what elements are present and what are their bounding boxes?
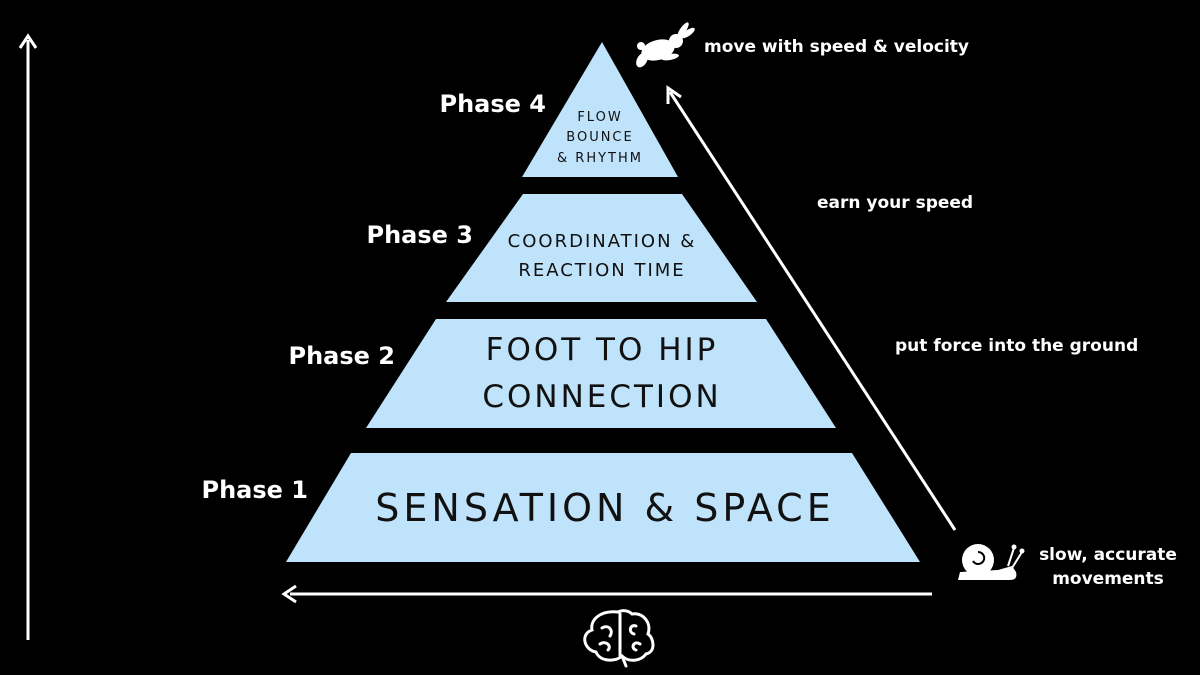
phase-1-label: Phase 1 xyxy=(202,476,309,504)
tier-4-text-line-2: BOUNCE xyxy=(566,130,633,145)
phase-3-label: Phase 3 xyxy=(367,221,474,249)
annotation-bottom-line-1: slow, accurate xyxy=(1039,545,1177,565)
vertical-arrow-head xyxy=(18,33,38,49)
tier-1-text-line-1: SENSATION & SPACE xyxy=(375,486,834,530)
pyramid-tier-phase-4: FLOW BOUNCE & RHYTHM xyxy=(522,42,678,177)
diagonal-speed-arrow xyxy=(668,91,957,531)
snail-icon xyxy=(958,544,1025,580)
brain-icon xyxy=(583,609,655,668)
tier-3-text-line-1: COORDINATION & xyxy=(508,231,697,252)
tier-4-text-line-1: FLOW xyxy=(577,110,622,125)
pyramid-tier-phase-3: COORDINATION & REACTION TIME xyxy=(446,194,757,302)
pyramid-tier-phase-1: SENSATION & SPACE xyxy=(286,453,920,562)
tier-3-text-line-2: REACTION TIME xyxy=(518,260,685,281)
tier-4-text-line-3: & RHYTHM xyxy=(557,151,643,166)
tier-2-text-line-1: FOOT TO HIP xyxy=(486,332,719,368)
annotation-force: put force into the ground xyxy=(895,336,1138,356)
horizontal-arrow-head xyxy=(281,584,297,604)
phase-4-label: Phase 4 xyxy=(440,90,547,118)
annotation-top: move with speed & velocity xyxy=(704,37,969,57)
rabbit-icon xyxy=(636,22,695,68)
annotation-earn-speed: earn your speed xyxy=(817,193,973,213)
diagonal-arrow-head xyxy=(666,85,682,104)
annotation-bottom-line-2: movements xyxy=(1052,569,1164,589)
phase-2-label: Phase 2 xyxy=(289,342,396,370)
tier-2-text-line-2: CONNECTION xyxy=(482,379,721,415)
pyramid-tier-phase-2: FOOT TO HIP CONNECTION xyxy=(366,319,836,428)
